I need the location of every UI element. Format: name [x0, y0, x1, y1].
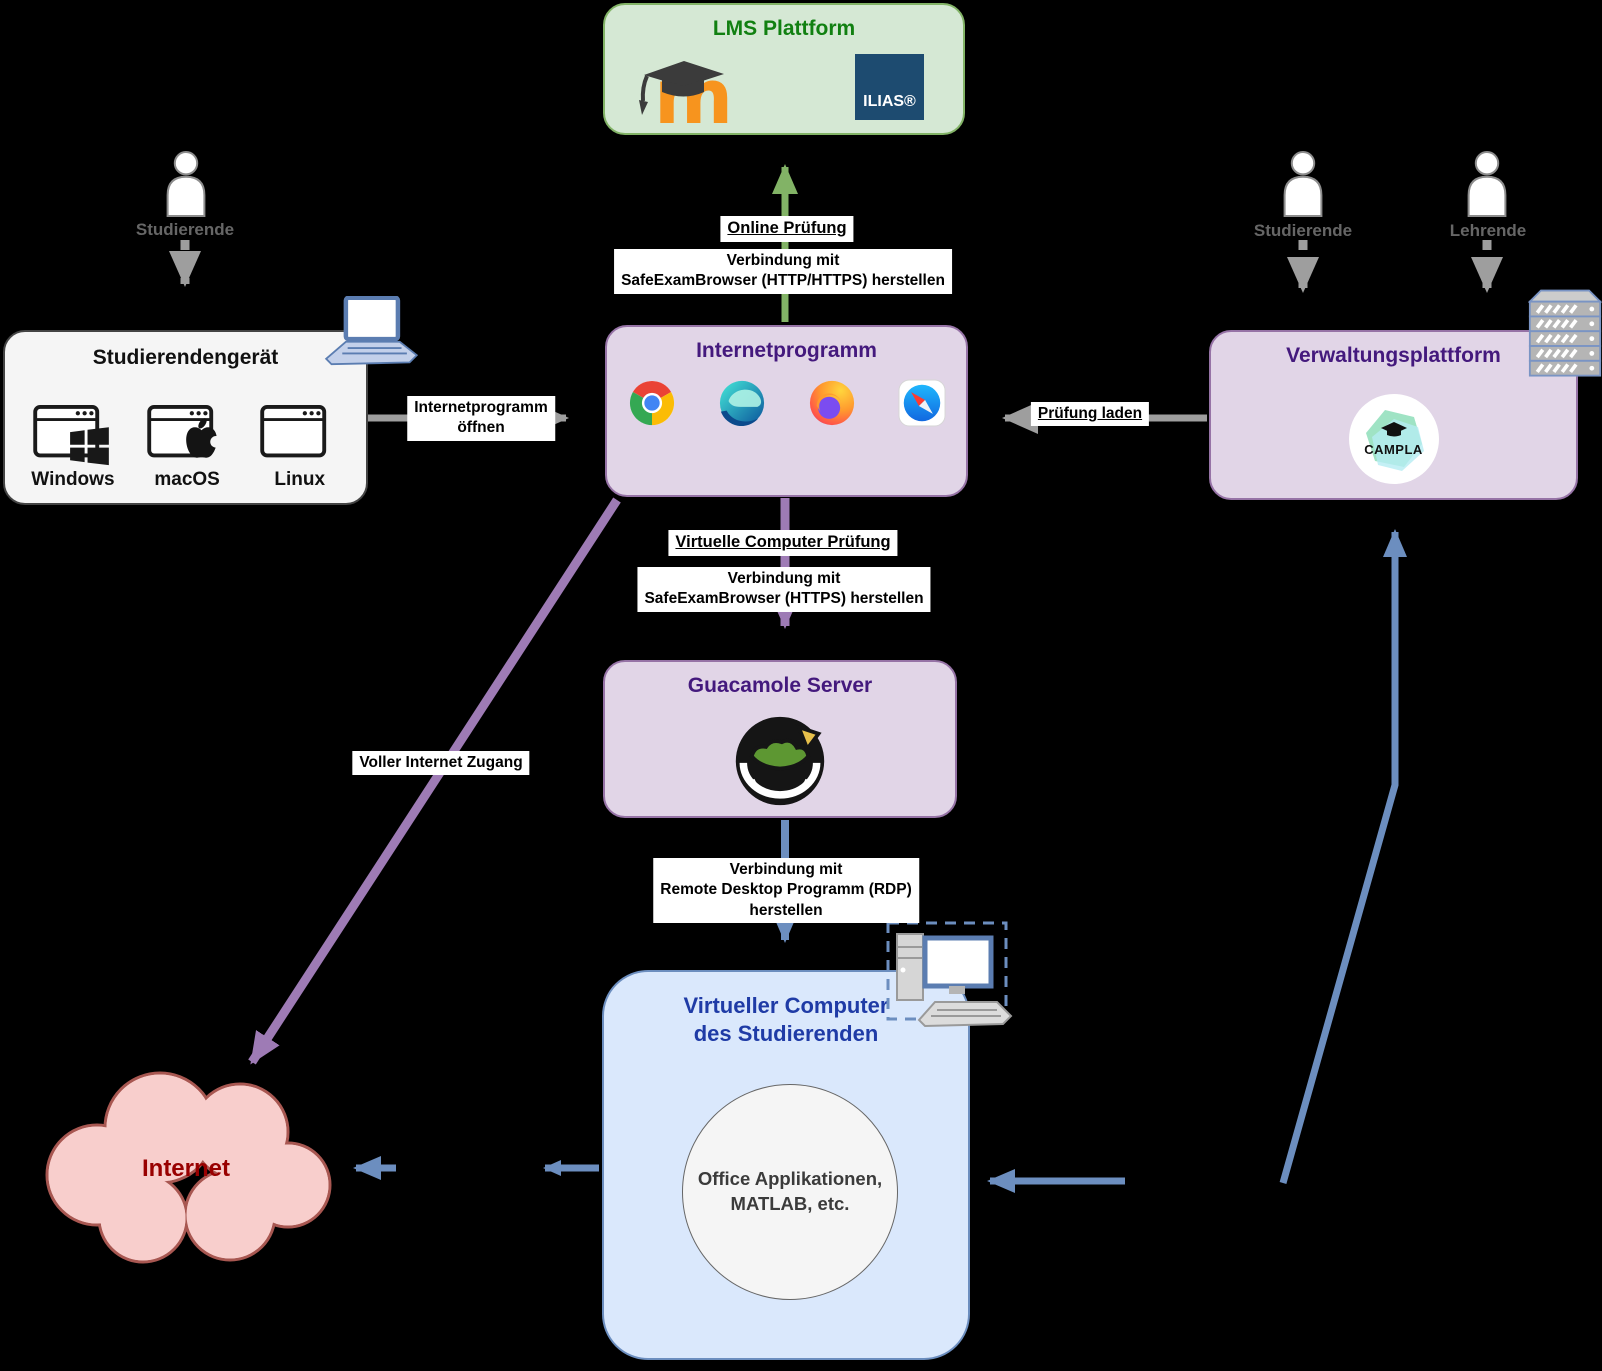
verwaltungsplattform-title: Verwaltungsplattform: [1286, 344, 1501, 367]
os-row: Windows macOS: [5, 405, 366, 491]
os-label-windows: Windows: [31, 469, 115, 490]
server-rack-icon: [1528, 289, 1602, 378]
label-voller-internet-zugang: Voller Internet Zugang: [352, 751, 530, 776]
person-icon-lehrende: [1467, 151, 1507, 217]
os-label-macos: macOS: [154, 469, 220, 490]
os-windows: Windows: [31, 405, 115, 491]
campla-label: CAMPLA: [1364, 442, 1423, 457]
chrome-icon: [629, 380, 674, 426]
internetprogramm-box: Internetprogramm: [605, 325, 968, 497]
label-verbindung-seb-http: Verbindung mit SafeExamBrowser (HTTP/HTT…: [614, 249, 952, 294]
campla-logo: CAMPLA: [1348, 394, 1439, 484]
os-macos: macOS: [147, 405, 227, 491]
browser-row: [607, 379, 966, 427]
person-icon-studierende-left: [166, 151, 206, 217]
os-linux: Linux: [259, 405, 340, 491]
applications-line2: MATLAB, etc.: [730, 1193, 850, 1214]
applications-line1: Office Applikationen,: [697, 1168, 883, 1190]
firefox-icon: [809, 380, 854, 426]
lms-plattform-title: LMS Plattform: [712, 17, 856, 40]
campla-hexagon-icon: [1365, 410, 1424, 471]
label-verbindung-seb-https: Verbindung mit SafeExamBrowser (HTTPS) h…: [637, 567, 931, 612]
windows-logo-icon: [70, 427, 109, 466]
os-label-linux: Linux: [274, 469, 326, 490]
virtual-desktop-icon: [886, 921, 1013, 1028]
label-verbindung-rdp: Verbindung mit Remote Desktop Programm (…: [653, 858, 919, 924]
guacamole-server-box: Guacamole Server: [603, 660, 957, 818]
guacamole-server-title: Guacamole Server: [687, 674, 873, 697]
label-virtuelle-computer-pruefung: Virtuelle Computer Prüfung: [668, 530, 898, 556]
ilias-label: ILIAS®: [863, 93, 916, 110]
apple-logo-icon: [186, 418, 222, 458]
arrow-vc-to-verwaltungsplattform: [1279, 529, 1407, 1184]
virtueller-computer-title-line1: Virtueller Computer: [683, 993, 889, 1018]
arrow-internetprogramm-to-internet: [248, 497, 621, 1065]
macos-window-icon: [147, 405, 222, 458]
label-internetprogramm-oeffnen: Internetprogramm öffnen: [407, 396, 555, 441]
safari-icon: [897, 379, 946, 427]
applications-circle: Office Applikationen, MATLAB, etc.: [682, 1084, 898, 1300]
laptop-icon: [324, 296, 419, 366]
pc-monitor: [922, 935, 994, 989]
virtueller-computer-title: Virtueller Computer des Studierenden: [604, 992, 968, 1047]
graduation-cap-icon: [1380, 422, 1407, 437]
actor-label-studierende-right: Studierende: [1253, 221, 1353, 240]
edge-icon: [719, 380, 764, 427]
studierendengeraet-title: Studierendengerät: [92, 346, 279, 369]
moodle-icon: m: [639, 53, 733, 127]
label-pruefung-laden: Prüfung laden: [1030, 402, 1150, 427]
tortilla-chip: [795, 724, 822, 753]
internet-cloud: Internet: [45, 1071, 332, 1264]
actor-label-studierende-left: Studierende: [135, 220, 235, 239]
ilias-logo: ILIAS®: [855, 54, 924, 120]
virtueller-computer-title-line2: des Studierenden: [693, 1020, 879, 1046]
virtueller-computer-box: Virtueller Computer des Studierenden Off…: [602, 970, 970, 1360]
linux-window-icon: [259, 405, 326, 458]
person-icon-studierende-right: [1283, 151, 1323, 217]
verwaltungsplattform-box: Verwaltungsplattform CAMPLA: [1209, 330, 1578, 500]
guacamole-icon: [735, 716, 825, 806]
lms-plattform-box: LMS Plattform m ILIAS®: [603, 3, 965, 135]
internetprogramm-title: Internetprogramm: [696, 339, 877, 362]
pc-keyboard: [917, 1001, 1013, 1028]
studierendengeraet-box: Studierendengerät Windows: [3, 330, 368, 505]
internet-label: Internet: [142, 1155, 230, 1182]
actor-label-lehrende: Lehrende: [1449, 221, 1527, 240]
windows-window-icon: [33, 405, 109, 466]
label-online-pruefung: Online Prüfung: [720, 216, 854, 242]
pc-tower: [896, 933, 924, 1001]
